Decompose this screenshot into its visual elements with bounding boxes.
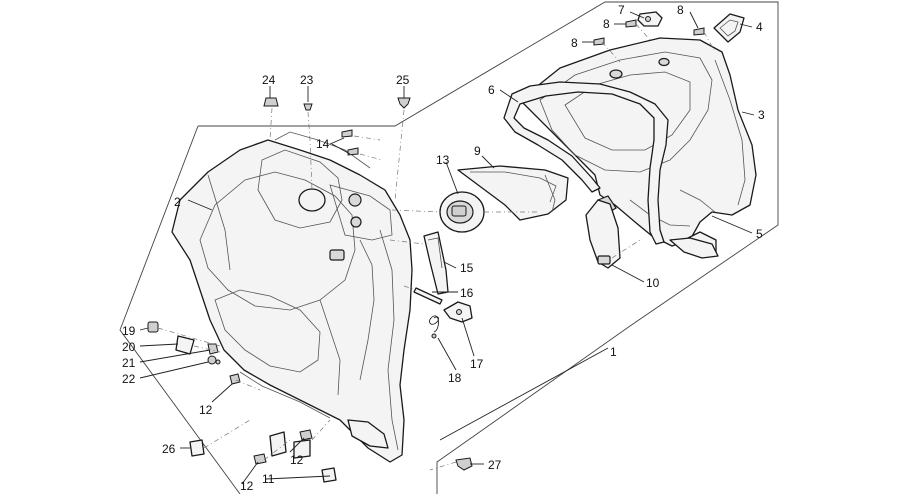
lamp-housing-part bbox=[439, 191, 485, 233]
release-lever-part bbox=[443, 301, 473, 323]
callout-2: 2 bbox=[174, 195, 181, 209]
lower-trim-part bbox=[669, 237, 719, 259]
callout-7: 7 bbox=[618, 3, 625, 17]
callout-14: 14 bbox=[316, 137, 330, 151]
callout-24: 24 bbox=[262, 73, 276, 87]
callout-5: 5 bbox=[756, 227, 763, 241]
leader-lines bbox=[139, 11, 755, 485]
callout-19: 19 bbox=[122, 324, 136, 338]
callout-4: 4 bbox=[756, 20, 763, 34]
strap-part bbox=[423, 231, 449, 295]
gasket-seal-part bbox=[503, 81, 669, 245]
support-bracket-part bbox=[585, 199, 621, 269]
callout-25: 25 bbox=[396, 73, 410, 87]
assembly-frame bbox=[119, 1, 779, 494]
lid-clip-part bbox=[713, 13, 745, 43]
callout-6: 6 bbox=[488, 83, 495, 97]
spring-part bbox=[429, 315, 439, 339]
callout-labels: 1 2 3 4 5 6 7 8 8 8 9 10 11 12 12 12 13 … bbox=[122, 3, 765, 493]
callout-27: 27 bbox=[488, 458, 502, 472]
callout-8b: 8 bbox=[571, 36, 578, 50]
callout-15: 15 bbox=[460, 261, 474, 275]
callout-23: 23 bbox=[300, 73, 314, 87]
callout-10: 10 bbox=[646, 276, 660, 290]
callout-13: 13 bbox=[436, 153, 450, 167]
wedge-cover-part bbox=[457, 165, 569, 221]
callout-26: 26 bbox=[162, 442, 176, 456]
callout-20: 20 bbox=[122, 340, 136, 354]
callout-12c: 12 bbox=[240, 479, 254, 493]
callout-17: 17 bbox=[470, 357, 484, 371]
callout-8c: 8 bbox=[677, 3, 684, 17]
callout-8a: 8 bbox=[603, 17, 610, 31]
glovebox-body-part bbox=[171, 131, 413, 463]
callout-22: 22 bbox=[122, 372, 136, 386]
callout-12b: 12 bbox=[290, 453, 304, 467]
callout-11: 11 bbox=[262, 472, 275, 486]
hinge-pin-part bbox=[413, 287, 443, 305]
callout-18: 18 bbox=[448, 371, 462, 385]
callout-21: 21 bbox=[122, 356, 136, 370]
assembly-axis-lines bbox=[157, 23, 715, 471]
callout-16: 16 bbox=[460, 286, 474, 300]
callout-12a: 12 bbox=[199, 403, 213, 417]
latch-bracket-part bbox=[637, 11, 663, 27]
callout-9: 9 bbox=[474, 144, 481, 158]
callout-1: 1 bbox=[610, 345, 617, 359]
callout-3: 3 bbox=[758, 108, 765, 122]
small-hardware-19-22 bbox=[147, 321, 221, 365]
